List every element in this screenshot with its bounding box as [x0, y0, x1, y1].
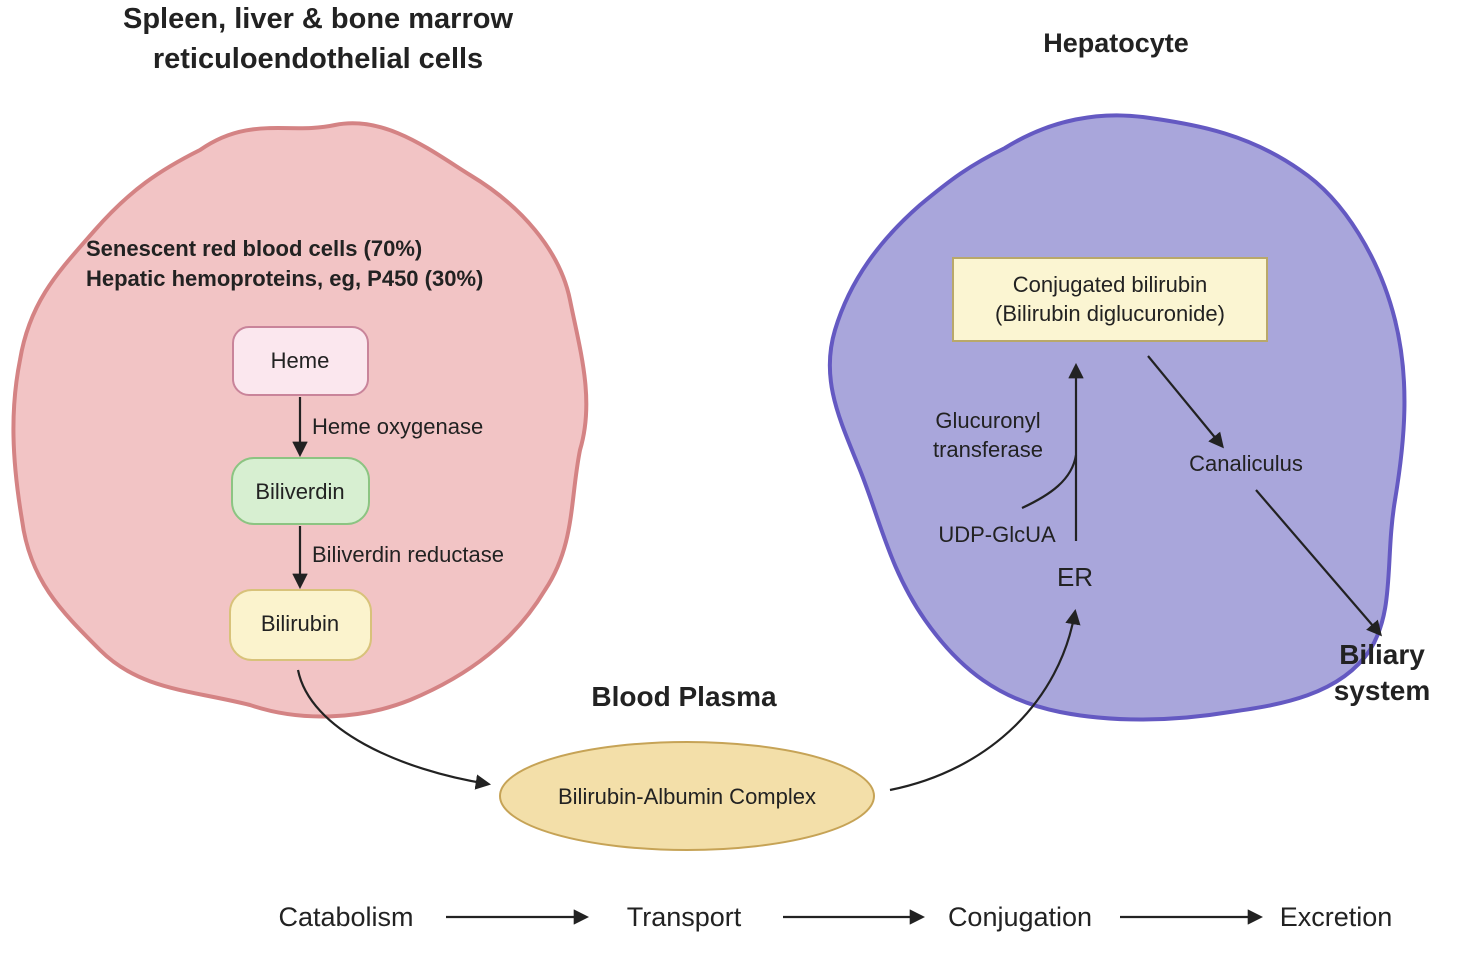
udp-glcua-joining-curve [1021, 454, 1078, 509]
stage-excretion: Excretion [1280, 902, 1393, 932]
udp-glcua-label: UDP-GlcUA [938, 522, 1056, 547]
bilirubin-box [229, 589, 372, 661]
bilirubin-albumin-complex-ellipse [499, 741, 875, 851]
left-cell-title-line2: reticuloendothelial cells [153, 43, 483, 75]
conjugated-bilirubin-line2: (Bilirubin diglucuronide) [995, 301, 1225, 326]
biliverdin-reductase-label: Biliverdin reductase [312, 542, 504, 567]
conjugated-bilirubin-box [952, 257, 1268, 342]
bilirubin-label: Bilirubin [261, 611, 339, 636]
biliverdin-box [231, 457, 370, 525]
heme-oxygenase-label: Heme oxygenase [312, 414, 483, 439]
left-cell-title-line1: Spleen, liver & bone marrow [123, 3, 513, 35]
source-line-rbc: Senescent red blood cells (70%) [86, 236, 422, 261]
bilirubin-to-complex-arrow [296, 669, 492, 790]
biliverdin-label: Biliverdin [255, 479, 344, 504]
hepatocyte-title: Hepatocyte [1043, 28, 1189, 58]
source-line-hemoproteins: Hepatic hemoproteins, eg, P450 (30%) [86, 266, 483, 291]
er-label: ER [1057, 562, 1093, 592]
blood-plasma-title: Blood Plasma [591, 681, 777, 712]
stage-conjugation: Conjugation [948, 902, 1092, 932]
canaliculus-label: Canaliculus [1189, 451, 1303, 476]
conjugated-bilirubin-line1: Conjugated bilirubin [1013, 272, 1207, 297]
biliary-system-line2: system [1334, 675, 1431, 706]
glucuronyl-transferase-line1: Glucuronyl [935, 408, 1040, 433]
heme-label: Heme [271, 348, 330, 373]
stage-catabolism: Catabolism [278, 902, 413, 932]
glucuronyl-transferase-line2: transferase [933, 437, 1043, 462]
heme-box [232, 326, 369, 396]
canaliculus-to-biliary-arrow [1255, 489, 1383, 637]
complex-to-er-arrow [889, 608, 1081, 792]
bilirubin-albumin-complex-label: Bilirubin-Albumin Complex [558, 784, 816, 809]
biliary-system-line1: Biliary [1339, 639, 1425, 670]
conjugated-to-canaliculus-arrow [1147, 355, 1224, 449]
hepatocyte-cell-shape [827, 113, 1407, 722]
stage-transport: Transport [627, 902, 742, 932]
